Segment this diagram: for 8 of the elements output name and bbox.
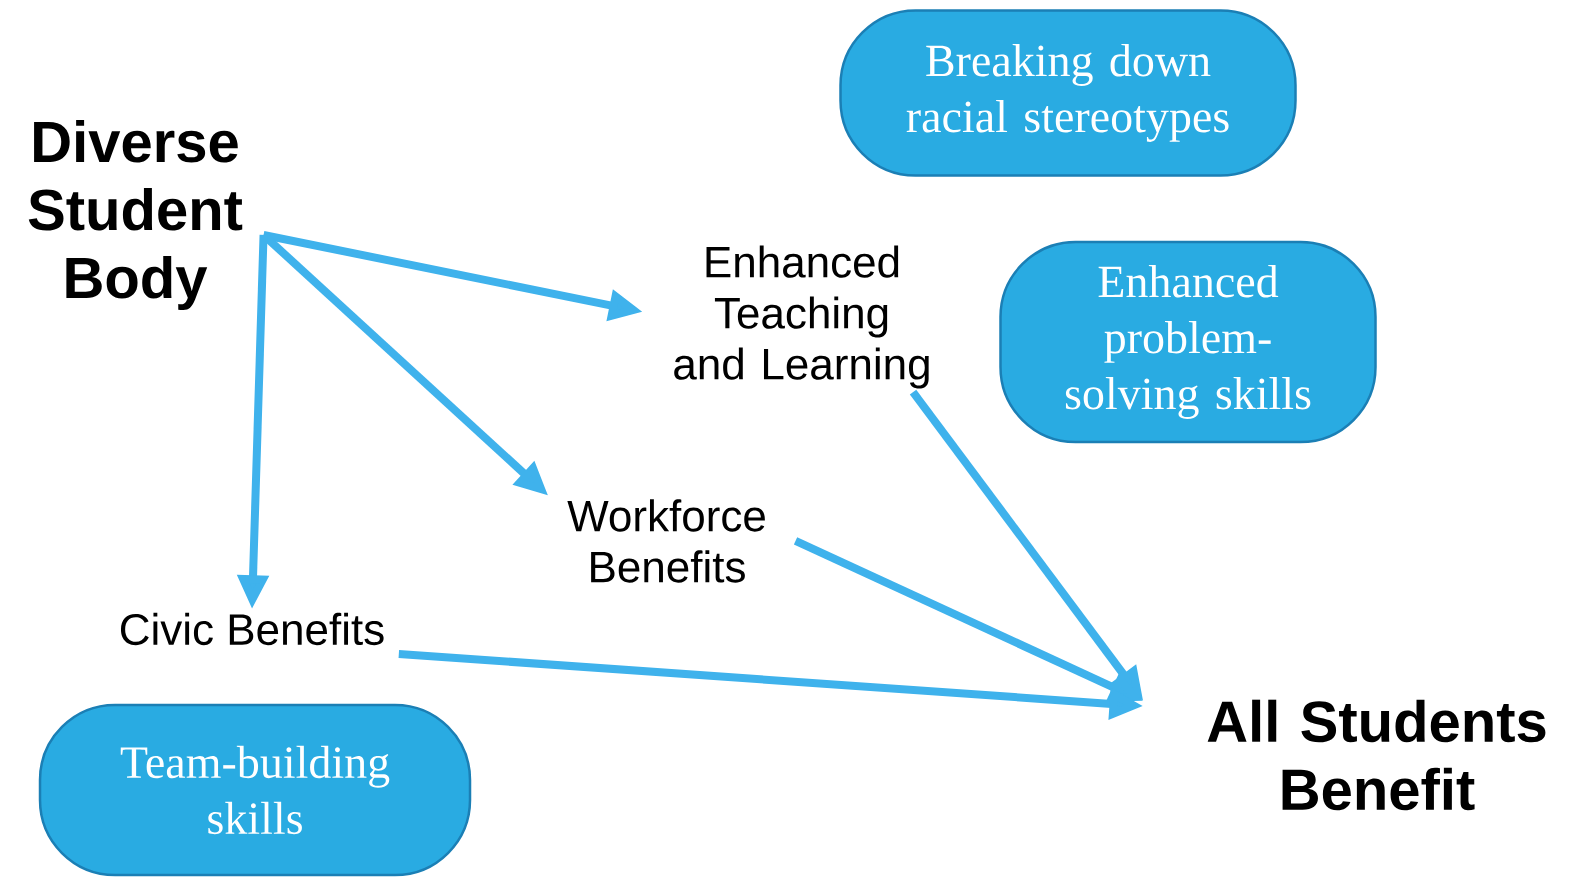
- heading-text: Diverse Student Body: [28, 119, 243, 310]
- node-text: Enhanced Teaching and Learning: [674, 245, 929, 389]
- node-text: Civic Benefits: [120, 612, 384, 646]
- heading-text: All Students Benefit: [1207, 699, 1546, 811]
- node-text: Workforce Benefits: [567, 499, 765, 583]
- rounded-box: Enhanced problem-solving skills: [999, 240, 1377, 444]
- rounded-box: Breaking down racial stereotypes: [839, 9, 1297, 177]
- rounded-box: Team-building skills: [38, 703, 472, 877]
